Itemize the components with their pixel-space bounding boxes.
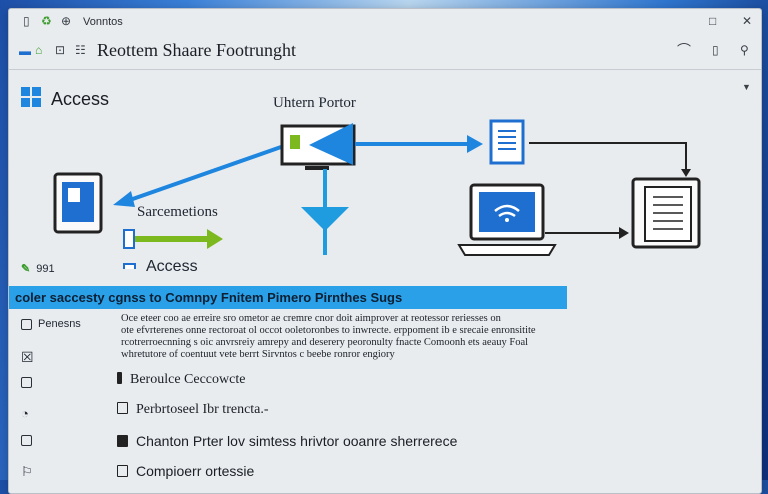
app-name: Access: [51, 89, 110, 109]
list-item[interactable]: Perbrtoseel Ibr trencta.-: [117, 402, 269, 418]
address-bar: ▬ ⌂ ⊡ ☷ Reottem Shaare Footrunght ⌒ ▯ ⚲: [9, 35, 761, 70]
address-field[interactable]: Reottem Shaare Footrunght: [97, 40, 296, 60]
box-icon: [21, 318, 32, 330]
list-item-label: Beroulce Ceccowcte: [130, 372, 246, 387]
access-database-icon[interactable]: [53, 172, 103, 234]
network-diagram: [53, 119, 701, 269]
frame-icon: [117, 465, 128, 477]
laptop-wifi-icon[interactable]: [457, 183, 557, 256]
description-line: whretutore of coentuut vete berrt Sirvnt…: [121, 349, 395, 360]
window-title: Vonntos: [83, 16, 123, 28]
app-window: ▯ ♻ ⊕ Vonntos □ ✕ ▬ ⌂ ⊡ ☷ Reottem Shaare…: [8, 8, 762, 494]
home-icon[interactable]: ▬: [19, 44, 31, 58]
title-bar: ▯ ♻ ⊕ Vonntos □ ✕: [9, 9, 761, 35]
bookmark-icon[interactable]: ▯: [712, 43, 719, 57]
services-label: Sarcemetions: [137, 204, 218, 220]
x-icon: ☒: [21, 349, 34, 365]
power-icon: ◔: [21, 406, 29, 421]
square-icon: [21, 376, 32, 388]
menu-icon[interactable]: ☷: [75, 43, 86, 57]
description-line: ote efvrterenes onne rectoroat ol occot …: [121, 325, 536, 336]
arrow-down: [301, 169, 349, 255]
document-icon[interactable]: [489, 119, 525, 165]
pin-icon[interactable]: ⊕: [61, 14, 72, 28]
left-item-label: Penesns: [38, 318, 81, 330]
left-item-close[interactable]: ☒: [21, 349, 34, 366]
description-line: Oce eteer coo ae erreire sro ometor ae c…: [121, 313, 501, 324]
list-item-label: Chanton Prter lov simtess hrivtor ooanre…: [136, 433, 458, 449]
leaf-icon: ✎: [21, 263, 31, 275]
connector-line: [529, 142, 687, 173]
headset-icon[interactable]: ⌒: [677, 42, 691, 58]
dropdown-arrow-icon[interactable]: ▼: [742, 82, 751, 92]
arrow-to-document: [355, 135, 483, 153]
bar-icon: [117, 372, 122, 384]
flag-icon: ⚐: [21, 464, 33, 479]
utility-printer-icon[interactable]: [280, 123, 356, 170]
left-small-row[interactable]: ✎ 991: [21, 262, 55, 275]
doc-icon: [21, 434, 32, 446]
app-icon[interactable]: ♻: [41, 14, 52, 28]
printer-icon: [117, 402, 128, 414]
left-item-penesns[interactable]: Penesns: [21, 318, 81, 330]
list-item-label: Compioerr ortessie: [136, 463, 255, 479]
utility-label: Uhtern Portor: [273, 95, 356, 111]
refresh-icon[interactable]: ⌂: [35, 43, 43, 57]
list-item[interactable]: Compioerr ortessie: [117, 463, 254, 479]
description-line: rcotrerroecnning s oic anvrsreiy amrepy …: [121, 337, 529, 348]
access-label: Access: [146, 258, 198, 275]
pin-down-icon[interactable]: ⚲: [740, 43, 749, 57]
services-arrow: [123, 229, 223, 249]
list-item[interactable]: Beroulce Ceccowcte: [117, 372, 245, 388]
arrow-to-device: [113, 145, 282, 207]
left-small-label: 991: [36, 263, 55, 275]
list-item[interactable]: Chanton Prter lov simtess hrivtor ooanre…: [117, 433, 457, 449]
list-item-label: Perbrtoseel Ibr trencta.-: [136, 402, 269, 417]
windows-logo-icon: [21, 87, 41, 107]
lock-icon[interactable]: ⊡: [55, 43, 66, 57]
left-item-doc[interactable]: [21, 434, 38, 446]
close-icon[interactable]: ✕: [742, 14, 753, 28]
left-item-circle[interactable]: ◔: [21, 406, 29, 421]
doc-icon[interactable]: ▯: [23, 14, 30, 28]
info-banner: coler saccesty cgnss to Comnpy Fnitem Pi…: [9, 286, 567, 309]
left-item-flag[interactable]: ⚐: [21, 464, 33, 480]
file-folder-icon[interactable]: [631, 177, 701, 249]
description-text: Oce eteer coo ae erreire sro ometor ae c…: [121, 313, 661, 361]
maximize-icon[interactable]: □: [709, 14, 717, 28]
lock-icon: [117, 435, 128, 447]
left-item-square[interactable]: [21, 376, 38, 388]
access-file-icon: [123, 263, 136, 269]
